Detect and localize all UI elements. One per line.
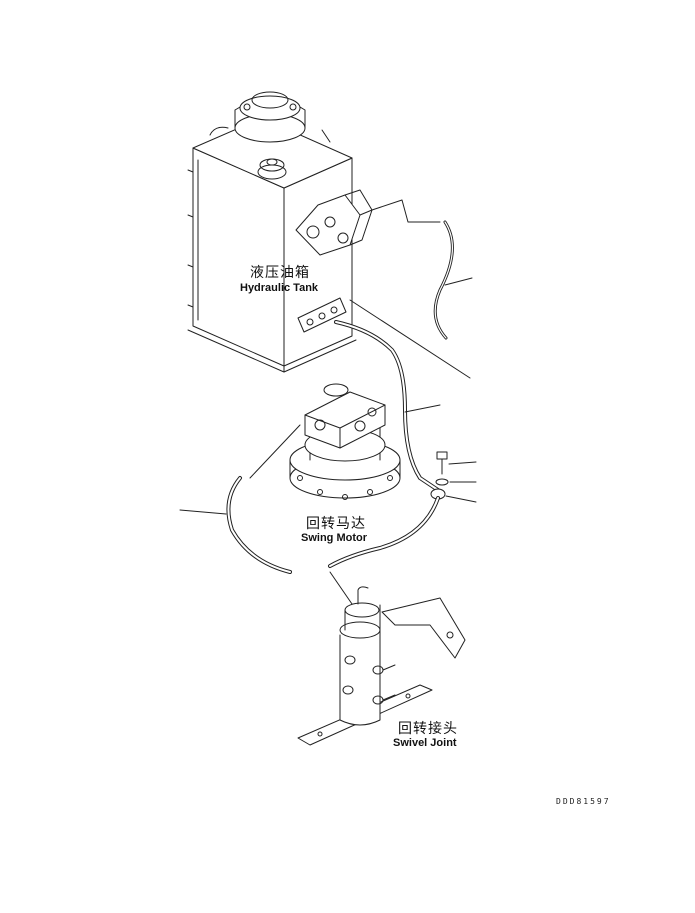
hose-motor-left bbox=[180, 478, 290, 572]
leader-panel-lines bbox=[350, 200, 470, 378]
swing-motor-label-cn: 回转马达 bbox=[306, 516, 366, 532]
swing-motor-label-en: Swing Motor bbox=[301, 532, 367, 544]
swivel-joint-label-en: Swivel Joint bbox=[393, 737, 457, 749]
swivel-joint bbox=[298, 587, 465, 745]
hydraulic-tank bbox=[188, 92, 372, 372]
leader-swivel bbox=[330, 572, 352, 604]
hydraulic-tank-label-en: Hydraulic Tank bbox=[240, 282, 319, 294]
hydraulic-tank-label-cn: 液压油箱 bbox=[250, 265, 310, 281]
hose-motor-right bbox=[330, 498, 438, 566]
hose-tank-drain bbox=[435, 222, 472, 338]
swing-motor bbox=[250, 384, 400, 500]
hose-tank-to-motor bbox=[336, 322, 440, 490]
bolt-assembly bbox=[431, 452, 476, 502]
drawing-code: DDD81597 bbox=[556, 797, 611, 806]
swivel-joint-label-cn: 回转接头 bbox=[398, 721, 458, 737]
